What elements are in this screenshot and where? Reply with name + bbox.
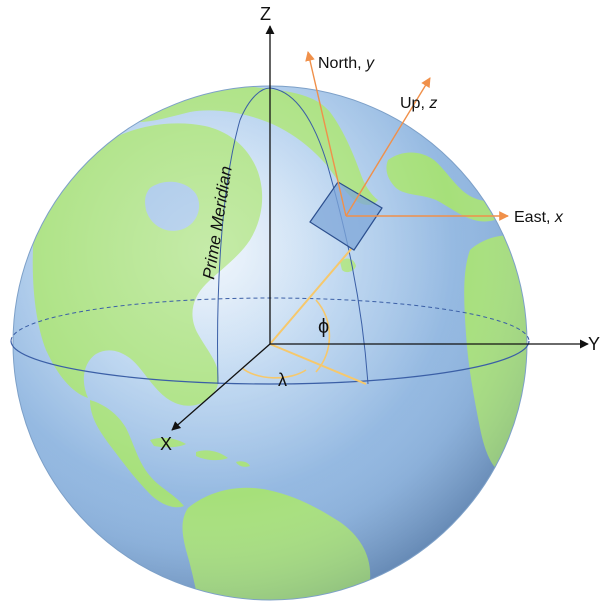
north-label-word: North,: [318, 55, 366, 72]
east-label: East, x: [514, 209, 564, 226]
x-axis-label: X: [160, 434, 172, 454]
lambda-arc: [241, 367, 307, 379]
z-axis-label: Z: [260, 4, 271, 24]
up-label: Up, z: [400, 95, 437, 112]
phi-label: ϕ: [318, 316, 329, 338]
north-arrow: [305, 51, 347, 217]
up-label-word: Up,: [400, 95, 429, 112]
radius-to-equator: [269, 343, 367, 385]
phi-arc: [315, 299, 331, 373]
local-meridian-line: [269, 87, 369, 385]
radius-to-point: [269, 247, 353, 345]
up-label-var: z: [428, 95, 437, 112]
east-label-var: x: [554, 209, 564, 226]
up-arrow: [345, 77, 431, 217]
y-axis-label: Y: [588, 334, 600, 354]
east-label-word: East,: [514, 209, 555, 226]
x-axis: [171, 343, 271, 431]
continents: [13, 86, 527, 600]
north-label-var: y: [365, 55, 375, 72]
equator-front: [10, 340, 530, 385]
north-label: North, y: [318, 55, 375, 72]
globe: [12, 85, 528, 601]
lambda-label: λ: [278, 370, 287, 390]
prime-meridian-line: [217, 87, 271, 385]
